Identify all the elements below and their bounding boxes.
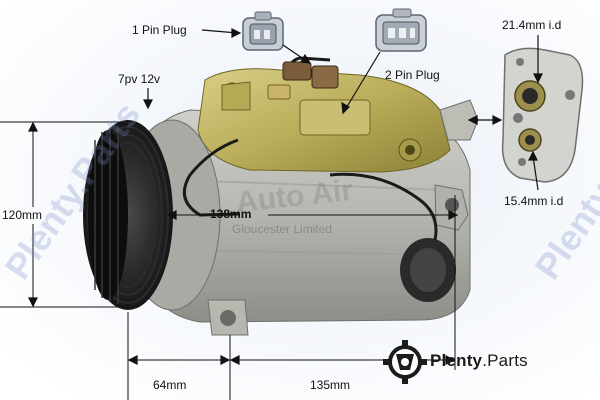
plenty-parts-logo-text: Plenty.Parts — [430, 351, 528, 371]
logo-name: Plenty — [430, 351, 483, 370]
logo-suffix: .Parts — [482, 351, 528, 370]
label-port-large: 21.4mm i.d — [502, 18, 562, 32]
label-offset-left: 64mm — [153, 378, 187, 392]
two-pin-plug-icon — [375, 8, 427, 52]
label-body-width: 138mm — [210, 207, 252, 221]
watermark-brand-sub: Gloucester Limited — [232, 222, 333, 236]
label-2-pin-plug: 2 Pin Plug — [385, 68, 440, 82]
label-height: 120mm — [2, 208, 43, 222]
label-offset-right: 135mm — [310, 378, 351, 392]
dimension-lines — [0, 28, 543, 400]
label-port-small: 15.4mm i.d — [504, 194, 564, 208]
one-pin-plug-icon — [242, 11, 284, 51]
port-flange-icon — [501, 47, 584, 183]
label-1-pin-plug: 1 Pin Plug — [132, 23, 187, 37]
label-belt-spec: 7pv 12v — [118, 72, 161, 86]
plenty-parts-logo-icon — [383, 340, 427, 384]
